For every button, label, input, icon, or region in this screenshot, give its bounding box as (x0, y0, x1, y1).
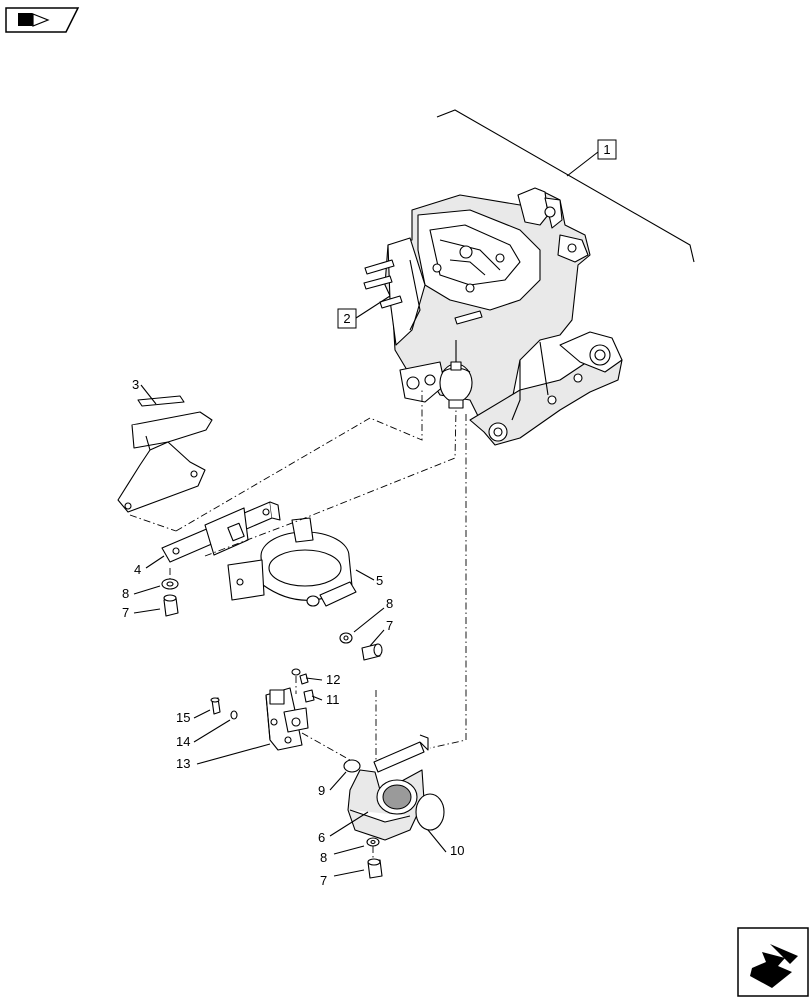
part-9-o-ring-small (329, 759, 361, 791)
callout-5: 5 (376, 573, 383, 588)
callout-11: 11 (326, 692, 340, 707)
callout-8-left: 8 (122, 586, 129, 601)
callout-2: 2 (337, 308, 357, 329)
front-axle-support-frame (355, 109, 695, 446)
callout-8-right: 8 (386, 596, 393, 611)
callout-15: 15 (176, 710, 190, 725)
callout-3: 3 (132, 377, 139, 392)
callout-6: 6 (318, 830, 325, 845)
callout-7-bottom: 7 (320, 873, 327, 888)
part-4-mounting-bracket (145, 501, 281, 569)
callout-1: 1 (597, 139, 617, 160)
callout-7-right: 7 (386, 618, 393, 633)
part-14-15-screws (193, 697, 238, 743)
part-5-band-clamp (227, 517, 375, 607)
next-page-arrow-icon[interactable] (737, 927, 809, 997)
callout-13: 13 (176, 756, 190, 771)
callout-10: 10 (450, 843, 464, 858)
book-arrow-icon[interactable] (5, 7, 80, 33)
part-10-o-ring-large (415, 793, 447, 853)
washer-and-bolt-bottom (333, 837, 383, 879)
assembly-center-lines (129, 388, 467, 858)
part-13-valve-block (196, 687, 309, 765)
callout-1-text: 1 (603, 142, 610, 157)
callout-14: 14 (176, 734, 190, 749)
part-11-12-fittings (291, 668, 323, 703)
callout-7-left: 7 (122, 605, 129, 620)
part-3-guard-shield (117, 384, 213, 513)
washer-and-bolt-right (339, 607, 385, 661)
callout-8-bottom: 8 (320, 850, 327, 865)
washer-and-bolt-left (133, 578, 179, 617)
callout-12: 12 (326, 672, 340, 687)
stud-bolts (363, 259, 483, 325)
callout-2-text: 2 (343, 311, 350, 326)
callout-9: 9 (318, 783, 325, 798)
callout-4: 4 (134, 562, 141, 577)
part-6-pivot-bracket (329, 734, 429, 841)
